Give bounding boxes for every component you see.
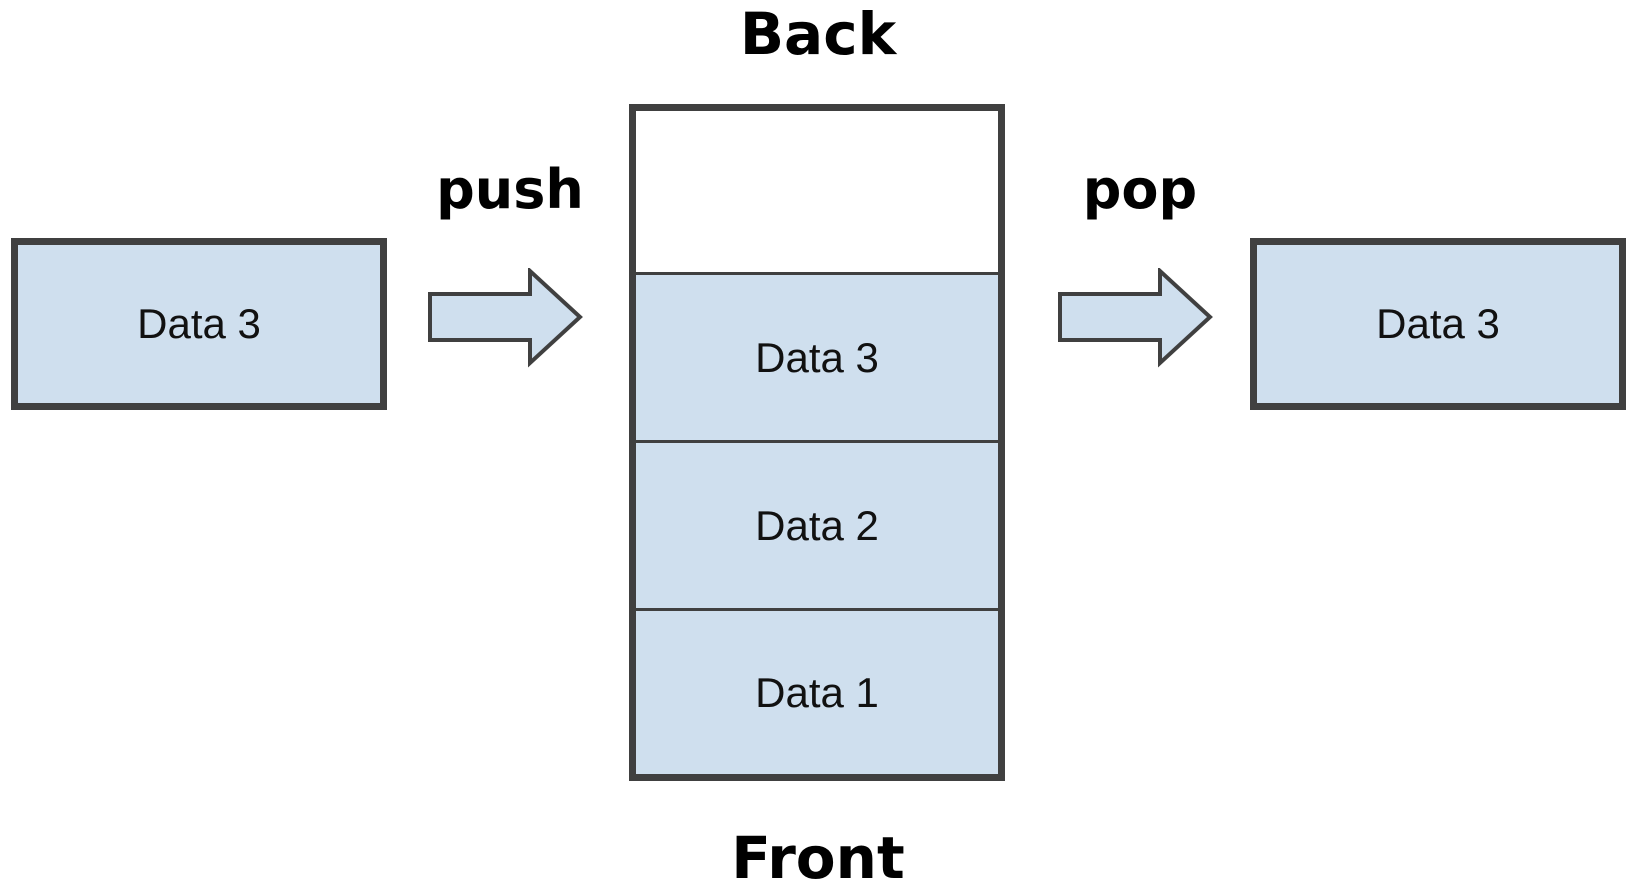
pop-arrow-icon	[1058, 268, 1213, 368]
queue-slot-data-3: Data 3	[629, 272, 1005, 444]
pop-label: pop	[1082, 158, 1198, 221]
back-label: Back	[739, 0, 897, 68]
output-data-box: Data 3	[1250, 238, 1626, 410]
input-data-box: Data 3	[11, 238, 387, 410]
push-label: push	[436, 158, 584, 221]
queue-container: Data 3 Data 2 Data 1	[629, 104, 1005, 781]
queue-slot-data-1: Data 1	[629, 608, 1005, 781]
queue-slot-data-2: Data 2	[629, 440, 1005, 612]
push-arrow-icon	[428, 268, 583, 368]
queue-slot-empty	[629, 104, 1005, 276]
front-label: Front	[731, 824, 905, 892]
